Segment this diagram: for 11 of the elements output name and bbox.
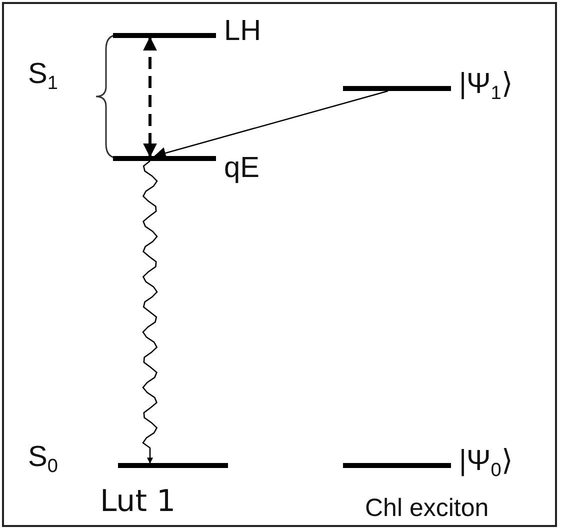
column-label: Chl exciton [365, 493, 489, 524]
wavy-arrow [142, 160, 158, 464]
double-arrow [143, 36, 157, 158]
arrow [154, 90, 388, 159]
level-label: LH [224, 15, 262, 47]
level-label: |Ψ$_{0}$⟩ [459, 445, 512, 477]
column-label: Lut 1 [100, 486, 176, 518]
level-label: qE [224, 152, 260, 184]
state-label: S$_{1}$ [28, 58, 58, 90]
level-label: S$_{0}$ [28, 441, 58, 473]
level-label: |Ψ$_{1}$⟩ [459, 68, 512, 100]
